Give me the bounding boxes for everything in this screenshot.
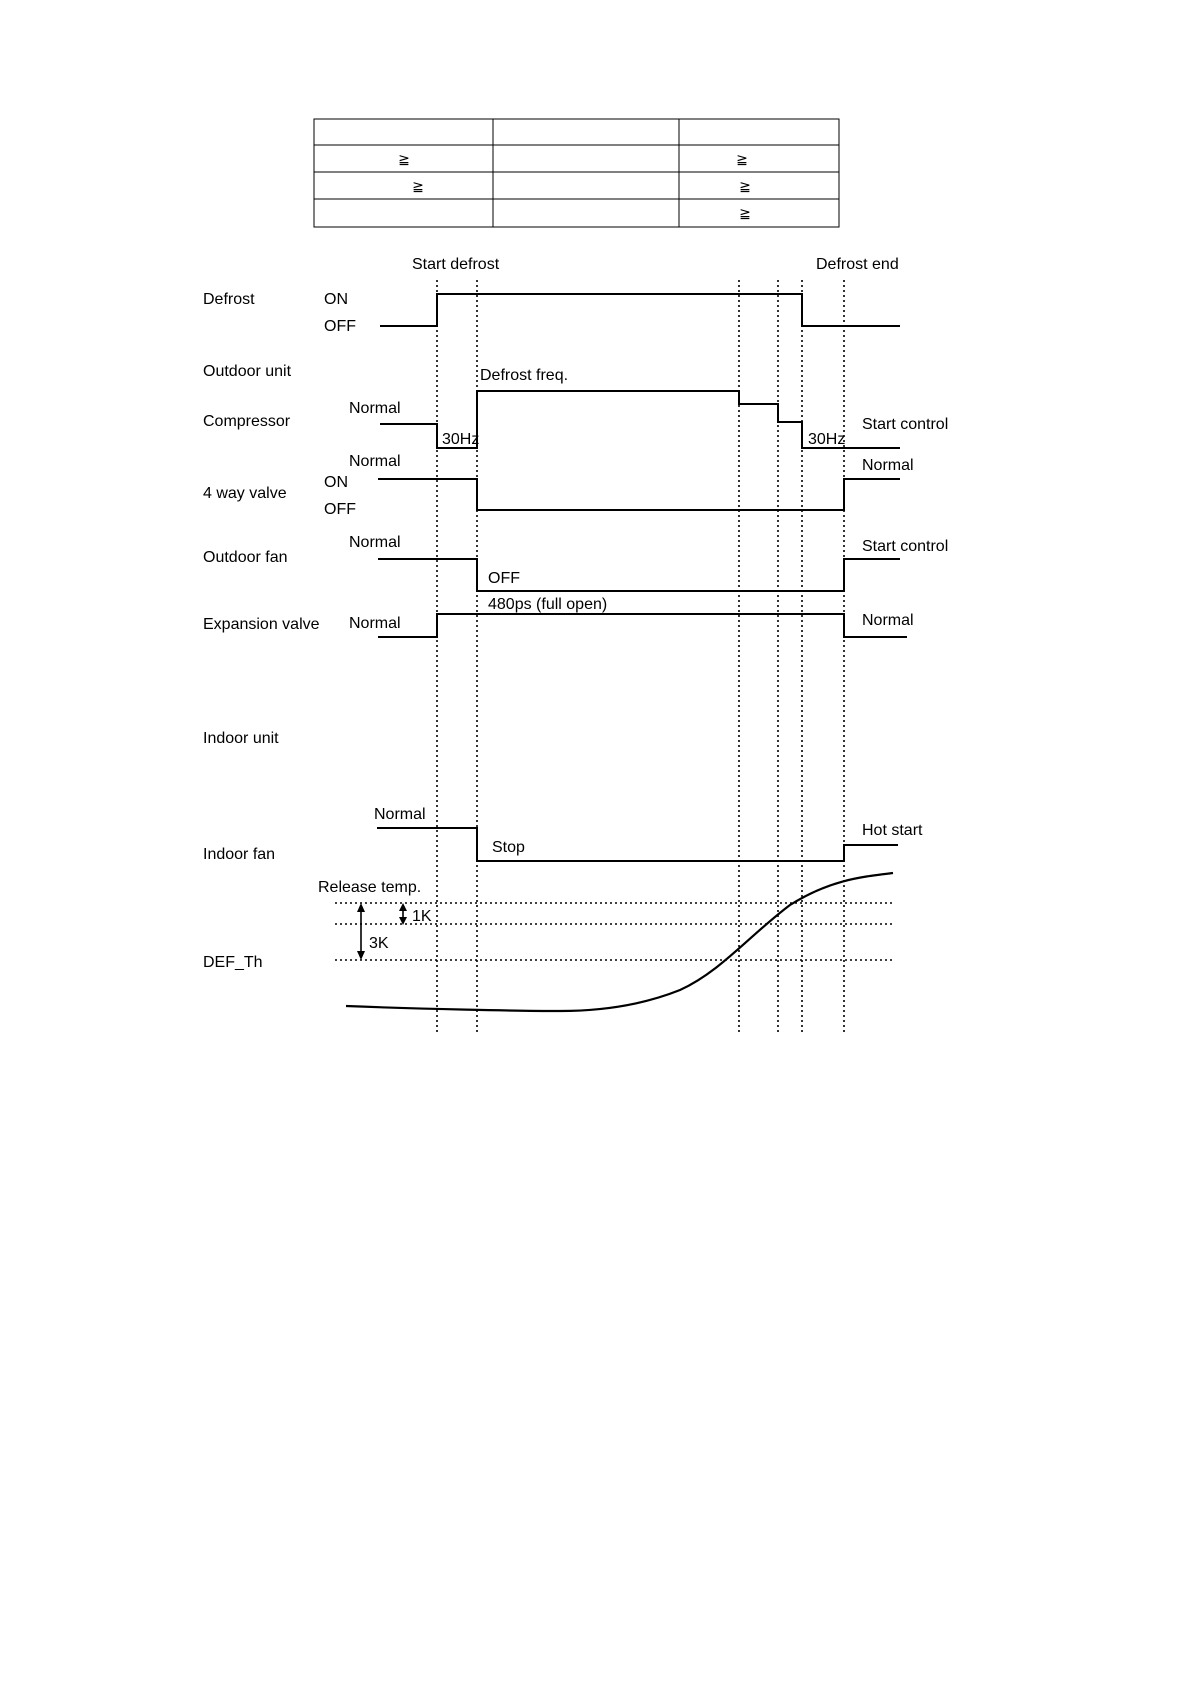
table-cell: ≧	[736, 151, 748, 167]
row-label-compressor: Compressor	[203, 413, 291, 430]
defrost-waveform	[380, 293, 900, 327]
row-label-indoor-fan: Indoor fan	[203, 846, 275, 863]
compressor-30hz-before-label: 30Hz	[442, 431, 479, 448]
indoor-fan-normal-label: Normal	[374, 806, 426, 823]
release-temp-label: Release temp.	[318, 879, 421, 896]
start-defrost-label: Start defrost	[412, 256, 500, 273]
table-cell: ≧	[739, 205, 751, 221]
four-way-valve-waveform	[378, 478, 900, 511]
row-label-four-way-valve: 4 way valve	[203, 485, 287, 502]
defrost-off-label: OFF	[324, 318, 356, 335]
delta-1k-label: 1K	[412, 908, 432, 925]
condition-table: ≧ ≧ ≧ ≧ ≧	[313, 118, 840, 228]
compressor-30hz-after-label: 30Hz	[808, 431, 845, 448]
row-label-indoor-unit: Indoor unit	[203, 730, 279, 747]
indoor-fan-hot-start-label: Hot start	[862, 822, 923, 839]
outdoor-fan-waveform	[378, 558, 900, 592]
outdoor-fan-start-control-label: Start control	[862, 538, 948, 555]
table-cell: ≧	[412, 178, 424, 194]
expansion-normal-after-label: Normal	[862, 612, 914, 629]
expansion-full-open-label: 480ps (full open)	[488, 596, 607, 613]
row-label-outdoor-unit: Outdoor unit	[203, 363, 292, 380]
four-way-normal-label: Normal	[349, 453, 401, 470]
defrost-end-label: Defrost end	[816, 256, 899, 273]
row-label-defrost: Defrost	[203, 291, 255, 308]
time-guides	[436, 280, 845, 1033]
indoor-fan-stop-label: Stop	[492, 839, 525, 856]
expansion-valve-waveform	[378, 613, 907, 638]
four-way-off-label: OFF	[324, 501, 356, 518]
table-cell: ≧	[739, 178, 751, 194]
compressor-waveform	[380, 390, 900, 449]
table-border	[313, 118, 840, 228]
outdoor-fan-off-label: OFF	[488, 570, 520, 587]
table-cell: ≧	[398, 151, 410, 167]
defrost-freq-label: Defrost freq.	[480, 367, 568, 384]
defrost-on-label: ON	[324, 291, 348, 308]
expansion-normal-label: Normal	[349, 615, 401, 632]
four-way-on-label: ON	[324, 474, 348, 491]
row-label-expansion-valve: Expansion valve	[203, 616, 320, 633]
outdoor-fan-normal-label: Normal	[349, 534, 401, 551]
delta-3k-label: 3K	[369, 935, 389, 952]
delta-1k-arrow	[399, 903, 407, 925]
row-label-outdoor-fan: Outdoor fan	[203, 549, 288, 566]
indoor-fan-waveform	[377, 827, 898, 862]
four-way-normal-after-label: Normal	[862, 457, 914, 474]
row-label-def-th: DEF_Th	[203, 954, 263, 971]
compressor-normal-label: Normal	[349, 400, 401, 417]
temperature-guides	[335, 902, 895, 961]
delta-3k-arrow	[357, 903, 365, 960]
compressor-start-control-label: Start control	[862, 416, 948, 433]
def-th-temperature-curve	[345, 871, 894, 1013]
